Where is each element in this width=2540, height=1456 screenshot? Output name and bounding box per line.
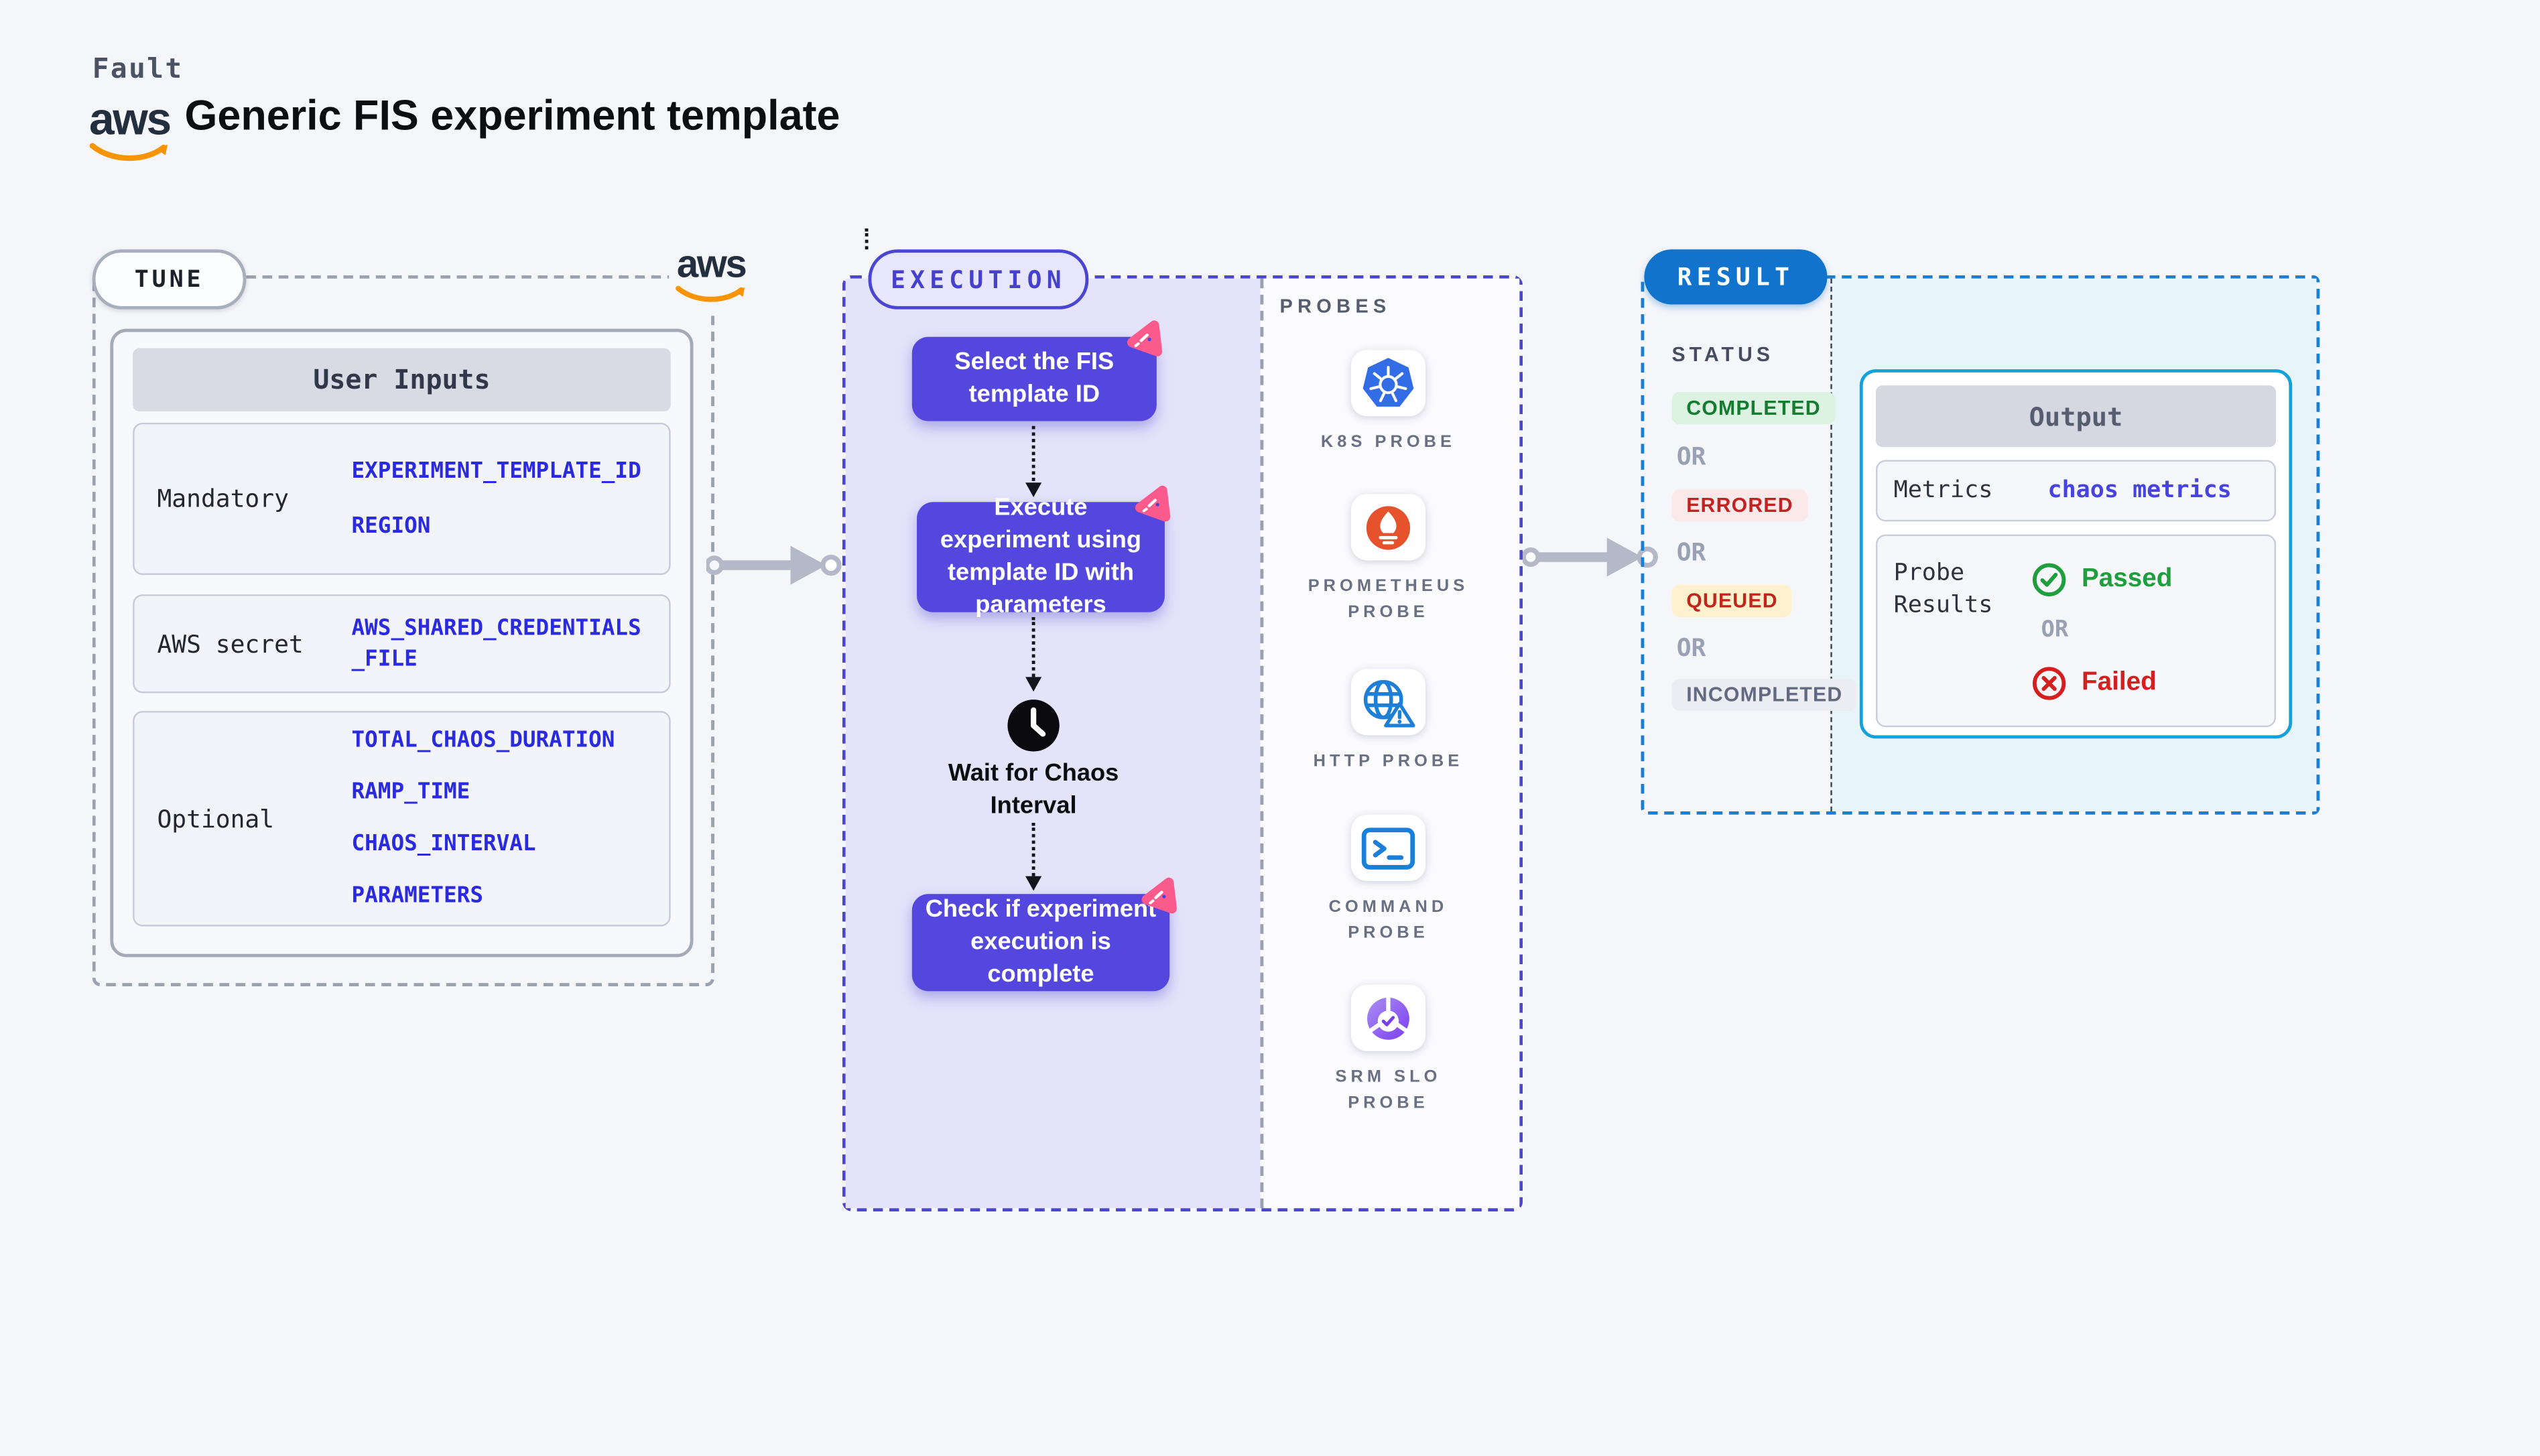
- probes-label: PROBES: [1279, 294, 1391, 318]
- metrics-label: Metrics: [1893, 478, 1993, 504]
- input-row-values: TOTAL_CHAOS_DURATION RAMP_TIME CHAOS_INT…: [352, 713, 615, 925]
- execution-section: [842, 275, 1523, 1211]
- user-inputs-header: User Inputs: [133, 348, 671, 411]
- input-row-mandatory: Mandatory EXPERIMENT_TEMPLATE_ID REGION: [133, 422, 671, 576]
- execution-pill: EXECUTION: [868, 249, 1089, 310]
- input-row-values: EXPERIMENT_TEMPLATE_ID REGION: [352, 424, 641, 573]
- flow-arrow: [1025, 616, 1042, 692]
- probe-k8s: K8S PROBE: [1297, 350, 1479, 456]
- aws-wordmark-text: aws: [89, 94, 172, 145]
- status-badge-incompleted: INCOMPLETED: [1671, 678, 1858, 712]
- input-row-aws-secret: AWS secret AWS_SHARED_CREDENTIALS _FILE: [133, 594, 671, 693]
- metrics-value: chaos metrics: [2047, 478, 2232, 504]
- output-card: Output Metrics chaos metrics Probe Resul…: [1859, 369, 2293, 739]
- litmus-badge-icon: [1135, 485, 1171, 522]
- input-row-label: Mandatory: [157, 484, 289, 514]
- step-check-complete: Check if experiment execution is complet…: [911, 894, 1170, 992]
- execution-top-connector: [865, 228, 869, 250]
- flow-arrow: [1025, 822, 1042, 891]
- probe-http: HTTP PROBE: [1297, 669, 1479, 775]
- failed-result: Failed: [2031, 665, 2157, 701]
- http-globe-icon: [1350, 669, 1426, 736]
- probe-srm-slo: SRM SLO PROBE: [1297, 984, 1479, 1117]
- input-variable: RAMP_TIME: [351, 779, 470, 805]
- input-variable: PARAMETERS: [351, 882, 483, 909]
- or-separator: OR: [2041, 616, 2069, 643]
- probe-name: PROMETHEUS PROBE: [1308, 576, 1469, 622]
- probes-panel: [1260, 278, 1520, 1209]
- input-variable: REGION: [351, 513, 431, 539]
- or-separator: OR: [1676, 633, 1706, 663]
- or-separator: OR: [1676, 442, 1706, 472]
- aws-smile-icon: [676, 285, 745, 302]
- input-variable: TOTAL_CHAOS_DURATION: [351, 727, 615, 754]
- litmus-badge-icon: [1127, 320, 1163, 356]
- probe-results-label: Probe Results: [1893, 560, 1993, 618]
- tune-pill: TUNE: [92, 249, 247, 310]
- passed-label: Passed: [2081, 565, 2173, 593]
- aws-logo: aws: [88, 94, 172, 166]
- clock-icon: [1006, 698, 1061, 753]
- status-label: STATUS: [1671, 343, 1775, 367]
- execution-flow-panel: [845, 278, 1261, 1209]
- step-select-template: Select the FIS template ID: [911, 336, 1157, 421]
- input-row-label: AWS secret: [157, 629, 304, 659]
- user-inputs-card: User Inputs Mandatory EXPERIMENT_TEMPLAT…: [110, 328, 694, 957]
- tune-section: [92, 275, 714, 987]
- terminal-icon: [1350, 814, 1426, 881]
- input-variable: AWS_SHARED_CREDENTIALS: [351, 614, 641, 641]
- metrics-row: Metrics chaos metrics: [1876, 460, 2277, 522]
- input-row-optional: Optional TOTAL_CHAOS_DURATION RAMP_TIME …: [133, 711, 671, 927]
- slo-donut-icon: [1350, 984, 1426, 1051]
- probe-results-row: Probe Results Passed OR Failed: [1876, 534, 2277, 728]
- prometheus-icon: [1350, 494, 1426, 561]
- step-execute-experiment: Execute experiment using template ID wit…: [917, 493, 1165, 619]
- failed-label: Failed: [2081, 669, 2157, 697]
- input-variable: CHAOS_INTERVAL: [351, 830, 536, 857]
- probe-name: HTTP PROBE: [1313, 751, 1464, 771]
- status-badge-queued: QUEUED: [1671, 584, 1793, 617]
- status-badge-errored: ERRORED: [1671, 488, 1808, 522]
- result-pill: RESULT: [1644, 249, 1828, 305]
- page-title: Generic FIS experiment template: [184, 90, 840, 139]
- probe-name: K8S PROBE: [1320, 432, 1456, 452]
- check-circle-icon: [2032, 563, 2066, 596]
- status-badge-completed: COMPLETED: [1671, 391, 1836, 425]
- passed-result: Passed: [2031, 562, 2172, 598]
- aws-smile-icon: [89, 143, 168, 161]
- step-wait-interval: Wait for Chaos Interval: [948, 759, 1119, 819]
- or-separator: OR: [1676, 537, 1706, 567]
- probe-prometheus: PROMETHEUS PROBE: [1297, 494, 1479, 626]
- aws-wordmark-text: aws: [676, 242, 747, 286]
- input-row-values: AWS_SHARED_CREDENTIALS _FILE: [352, 596, 641, 691]
- x-circle-icon: [2032, 667, 2066, 700]
- output-header: Output: [1876, 385, 2277, 448]
- kubernetes-icon: [1350, 350, 1426, 417]
- flow-arrow: [1025, 425, 1042, 498]
- probe-command: COMMAND PROBE: [1297, 814, 1479, 947]
- input-row-label: Optional: [157, 804, 275, 834]
- probe-name: COMMAND PROBE: [1328, 897, 1448, 943]
- input-variable: _FILE: [351, 645, 418, 671]
- input-variable: EXPERIMENT_TEMPLATE_ID: [351, 458, 641, 484]
- brand-label: Fault: [92, 53, 184, 86]
- tune-to-execution-arrow: [706, 545, 842, 585]
- aws-logo-small: aws: [669, 235, 753, 316]
- execution-to-result-arrow: [1523, 537, 1658, 577]
- litmus-badge-icon: [1141, 877, 1177, 914]
- probe-name: SRM SLO PROBE: [1335, 1067, 1442, 1114]
